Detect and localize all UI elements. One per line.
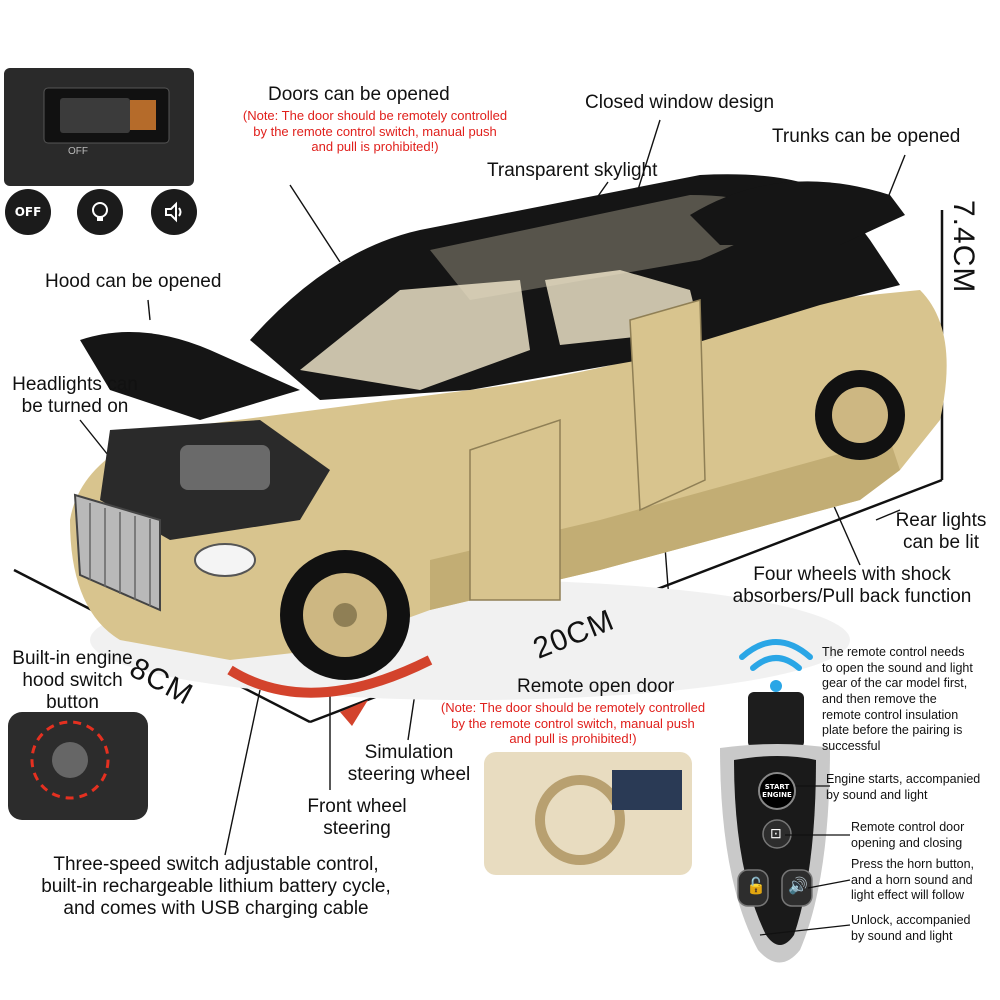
skylight-label: Transparent skylight (487, 160, 658, 181)
doors-note: (Note: The door should be remotely contr… (242, 108, 508, 155)
wifi-icon (739, 639, 813, 671)
remote-control (720, 692, 851, 963)
start-engine-button: START ENGINE (758, 772, 796, 810)
remote-door-note: (Note: The door should be remotely contr… (440, 700, 706, 747)
horn-icon: 🔊 (788, 878, 808, 895)
engine-switch-label: Built-in engine hood switch button (12, 648, 133, 713)
front-wheel-label: Front wheel steering (307, 796, 407, 839)
remote-horn-label: Press the horn button, and a horn sound … (851, 857, 974, 903)
remote-door-label: Remote open door (517, 676, 675, 697)
speaker-icon (151, 189, 197, 235)
height-dimension: 7.4CM (947, 200, 980, 294)
light-bulb-icon (77, 189, 123, 235)
unlock-icon: 🔓 (746, 878, 766, 895)
car-body (70, 174, 947, 726)
hood-label: Hood can be opened (45, 271, 222, 292)
remote-instructions: The remote control needs to open the sou… (822, 645, 973, 753)
window-label: Closed window design (585, 92, 775, 113)
headlights-label: Headlights can be turned on (12, 374, 138, 417)
wheels-label: Four wheels with shock absorbers/Pull ba… (732, 564, 972, 607)
trunk-label: Trunks can be opened (772, 126, 961, 147)
remote-unlock-label: Unlock, accompanied by sound and light (851, 913, 971, 943)
car-door-icon: ⊡ (770, 825, 782, 841)
off-icon: OFF (5, 189, 51, 235)
remote-engine-label: Engine starts, accompanied by sound and … (826, 772, 981, 802)
doors-label: Doors can be opened (268, 84, 450, 105)
remote-door-button-label: Remote control door opening and closing (851, 820, 965, 850)
rear-lights-label: Rear lights can be lit (895, 510, 987, 553)
switch-description-label: Three-speed switch adjustable control, b… (41, 854, 391, 919)
switch-off-label: OFF (68, 146, 88, 157)
steering-wheel-label: Simulation steering wheel (347, 742, 471, 785)
